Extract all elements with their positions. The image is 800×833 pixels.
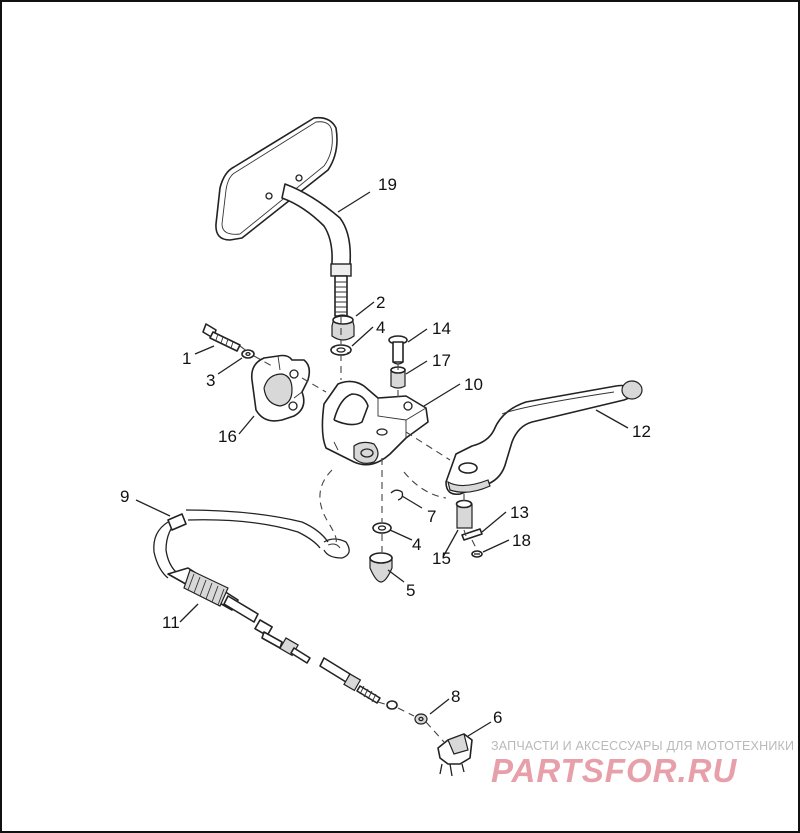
callout-5: 5	[406, 581, 415, 600]
callout-13: 13	[510, 503, 529, 522]
part-1-screw	[202, 323, 241, 352]
callout-1: 1	[182, 349, 191, 368]
callout-11: 11	[162, 613, 180, 632]
part-8-washer	[414, 713, 428, 725]
callout-19: 19	[378, 175, 397, 194]
part-9-clutch-cable	[153, 509, 350, 579]
callout-9: 9	[120, 487, 129, 506]
callout-7: 7	[427, 507, 436, 526]
watermark-logo: PARTSFOR.RU	[491, 752, 738, 789]
callout-17: 17	[432, 351, 451, 370]
part-2-nut	[331, 314, 355, 341]
part-16-clamp	[250, 354, 311, 422]
callout-4-lower: 4	[412, 535, 421, 554]
part-11-cable-adjuster	[167, 567, 398, 710]
callout-8: 8	[451, 687, 460, 706]
part-6-cable-clip	[437, 733, 473, 777]
leader-lines	[135, 191, 629, 737]
assembly-lines	[239, 316, 478, 743]
part-14-pivot-pin	[388, 335, 408, 365]
callout-4-top: 4	[376, 318, 385, 337]
part-5-acorn-nut	[369, 552, 393, 583]
part-12-hand-lever	[445, 380, 643, 496]
callout-18: 18	[512, 531, 531, 550]
part-10-lever-bracket	[321, 380, 429, 466]
part-18-screw	[471, 550, 483, 558]
callout-6: 6	[493, 708, 502, 727]
watermark-tagline: ЗАПЧАСТИ И АКСЕССУАРЫ ДЛЯ МОТОТЕХНИКИ	[491, 739, 795, 753]
part-4-lock-washer-top	[330, 344, 352, 356]
part-4-lock-washer-lower	[372, 522, 392, 534]
callout-12: 12	[632, 422, 651, 441]
callout-2: 2	[376, 293, 385, 312]
callout-10: 10	[464, 375, 483, 394]
part-7-retaining-ring	[390, 489, 404, 501]
part-19-mirror	[215, 116, 352, 317]
callout-15: 15	[432, 549, 451, 568]
part-13-clip	[461, 528, 483, 541]
part-17-bushing	[390, 366, 406, 389]
part-3-washer	[241, 349, 255, 359]
callout-16: 16	[218, 427, 237, 446]
part-15-pin	[455, 499, 473, 529]
callout-labels: 19 2 4 14 17 1 3 10 16 12 9 7 13 4 18 15…	[120, 175, 651, 727]
callout-14: 14	[432, 319, 451, 338]
callout-3: 3	[206, 371, 215, 390]
